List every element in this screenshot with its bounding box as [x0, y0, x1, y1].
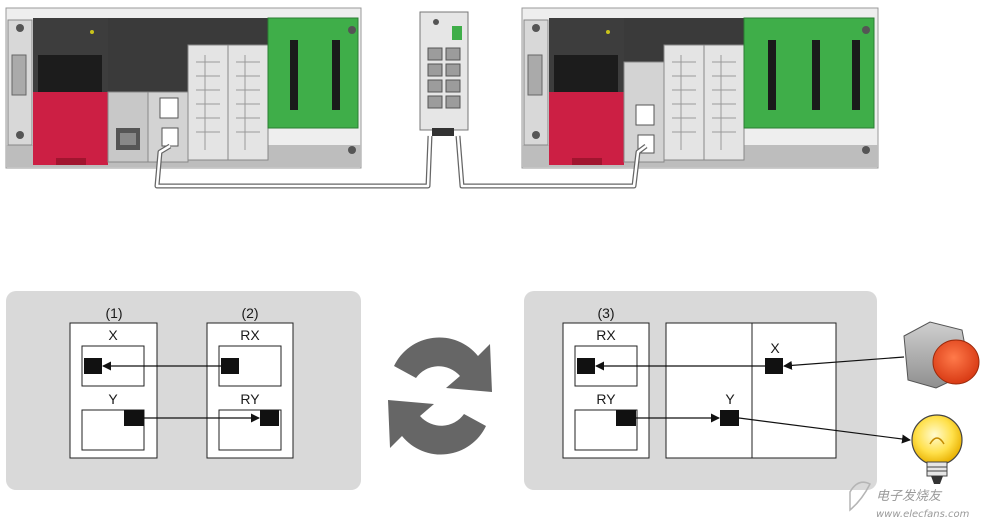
ry-signal-block	[260, 410, 279, 426]
power-supply-red-cover-right	[549, 92, 624, 165]
y-label-right: Y	[725, 391, 735, 407]
lamp-icon	[911, 414, 963, 484]
refresh-cycle-icon	[388, 337, 492, 455]
group-label-2: (2)	[241, 305, 258, 321]
rx-signal-block-right	[577, 358, 595, 374]
ethernet-switch	[419, 11, 469, 136]
plc-rack-right	[521, 7, 879, 169]
watermark-text: 电子发烧友	[876, 489, 943, 504]
left-memory-panel: (1) (2) X Y RX RY	[6, 291, 361, 490]
ry-label-right: RY	[596, 391, 616, 407]
power-supply-red-cover	[33, 92, 108, 165]
ethernet-port-left	[161, 127, 179, 147]
watermark-url: www.elecfans.com	[876, 509, 970, 520]
ry-signal-block-right	[616, 410, 636, 426]
rx-label: RX	[240, 327, 260, 343]
y-signal-block	[124, 410, 144, 426]
plc-rack-left	[5, 7, 362, 169]
y-to-lamp-arrow	[738, 417, 911, 444]
watermark: 电子发烧友 www.elecfans.com	[849, 481, 970, 520]
program-area	[665, 322, 837, 459]
x-label: X	[108, 327, 118, 343]
y-signal-block-right	[720, 410, 739, 426]
ry-label: RY	[240, 391, 260, 407]
x-signal-block-right	[765, 358, 783, 374]
right-memory-panel: (3) RX RY X Y	[524, 291, 911, 490]
ethernet-cable	[154, 135, 648, 189]
x-label-right: X	[770, 340, 780, 356]
group-label-1: (1)	[105, 305, 122, 321]
group-label-3: (3)	[597, 305, 614, 321]
rx-signal-block	[221, 358, 239, 374]
base-board-left	[267, 17, 359, 129]
push-button-icon	[903, 321, 980, 389]
button-to-x-arrow	[783, 356, 905, 370]
rx-label-right: RX	[596, 327, 616, 343]
y-label: Y	[108, 391, 118, 407]
x-signal-block	[84, 358, 102, 374]
